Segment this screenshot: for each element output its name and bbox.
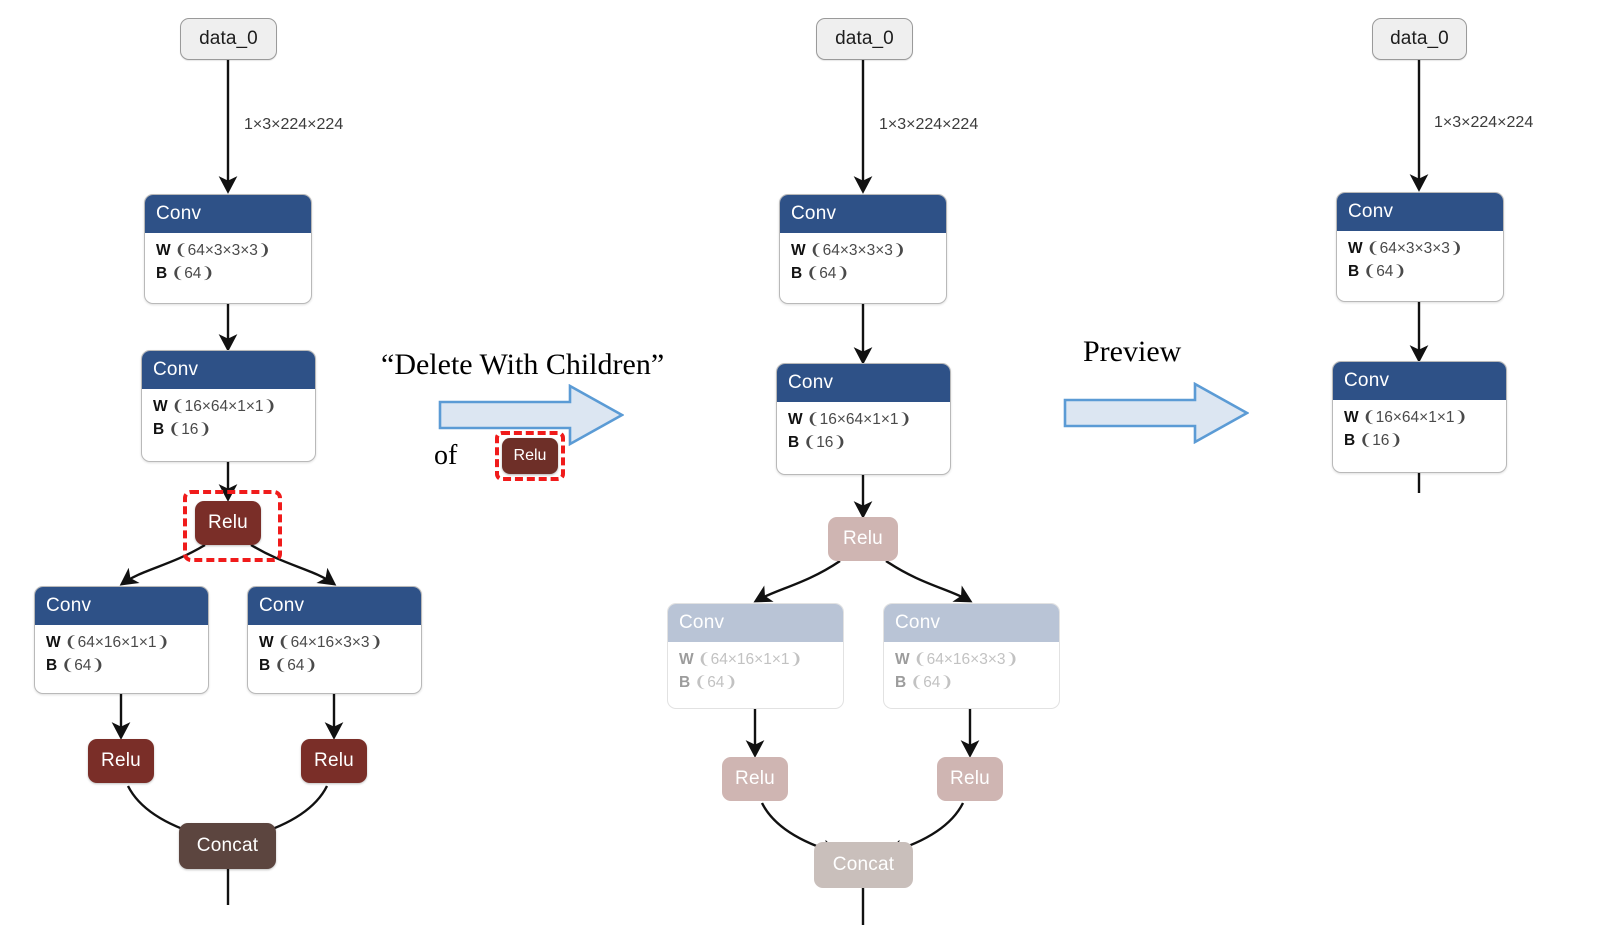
attr-bias: B❨64❩ [679, 674, 738, 692]
attr-weight: W❨64×3×3×3❩ [791, 242, 906, 259]
node-relu-right-preview[interactable]: Relu [937, 757, 1003, 801]
node-relu-left-preview[interactable]: Relu [722, 757, 788, 801]
attr-bias: B❨16❩ [1344, 432, 1403, 450]
attr-weight: W❨64×16×1×1❩ [46, 634, 170, 651]
node-title: Conv [780, 195, 946, 233]
node-label: Relu [843, 528, 883, 549]
attr-weight: W❨16×64×1×1❩ [1344, 409, 1468, 426]
node-concat-preview[interactable]: Concat [814, 842, 913, 888]
node-label: Concat [196, 835, 259, 856]
annotation-relu-chip-wrap: Relu [495, 431, 565, 481]
node-conv-1-after[interactable]: Conv W❨64×3×3×3❩ B❨64❩ [1336, 192, 1504, 302]
node-conv-left-preview[interactable]: Conv W❨64×16×1×1❩ B❨64❩ [667, 603, 844, 709]
node-title: Conv [884, 604, 1059, 642]
node-relu-right-before[interactable]: Relu [301, 739, 367, 783]
arrow-step-1 [438, 384, 624, 446]
attr-bias: B❨16❩ [788, 434, 847, 452]
node-label: Relu [208, 512, 248, 533]
node-conv-1-before[interactable]: Conv W❨64×3×3×3❩ B❨64❩ [144, 194, 312, 304]
node-conv-2-preview[interactable]: Conv W❨16×64×1×1❩ B❨16❩ [776, 363, 951, 475]
attr-weight: W❨64×16×3×3❩ [895, 651, 1019, 668]
node-conv-right-preview[interactable]: Conv W❨64×16×3×3❩ B❨64❩ [883, 603, 1060, 709]
attr-bias: B❨64❩ [791, 265, 850, 283]
selection-ring-chip [495, 431, 565, 481]
attr-weight: W❨16×64×1×1❩ [788, 411, 912, 428]
node-title: Conv [248, 587, 421, 625]
attr-weight: W❨64×16×1×1❩ [679, 651, 803, 668]
node-label: data_0 [1390, 28, 1449, 49]
attr-weight: W❨16×64×1×1❩ [153, 398, 277, 415]
attr-bias: B❨64❩ [46, 657, 105, 675]
node-title: Conv [777, 364, 950, 402]
node-conv-2-before[interactable]: Conv W❨16×64×1×1❩ B❨16❩ [141, 350, 316, 462]
node-conv-right-before[interactable]: Conv W❨64×16×3×3❩ B❨64❩ [247, 586, 422, 694]
node-title: Conv [1333, 362, 1506, 400]
node-label: Relu [101, 750, 141, 771]
node-label: Relu [314, 750, 354, 771]
attr-weight: W❨64×3×3×3❩ [156, 242, 271, 259]
node-title: Conv [1337, 193, 1503, 231]
attr-bias: B❨64❩ [259, 657, 318, 675]
annotation-delete-with-children: “Delete With Children” [381, 348, 665, 381]
attr-weight: W❨64×3×3×3❩ [1348, 240, 1463, 257]
attr-bias: B❨64❩ [1348, 263, 1407, 281]
node-label: data_0 [199, 28, 258, 49]
node-conv-1-preview[interactable]: Conv W❨64×3×3×3❩ B❨64❩ [779, 194, 947, 304]
node-title: Conv [35, 587, 208, 625]
node-title: Conv [142, 351, 315, 389]
node-data-0-preview[interactable]: data_0 [816, 18, 913, 60]
attr-bias: B❨16❩ [153, 421, 212, 439]
arrow-step-2 [1063, 382, 1249, 444]
node-title: Conv [668, 604, 843, 642]
node-data-0-before[interactable]: data_0 [180, 18, 277, 60]
node-concat-before[interactable]: Concat [179, 823, 276, 869]
node-label: Relu [950, 768, 990, 789]
edge-label-shape-before: 1×3×224×224 [244, 116, 344, 133]
node-relu-ghost-preview[interactable]: Relu [828, 517, 898, 561]
node-label: data_0 [835, 28, 894, 49]
annotation-relu-chip[interactable]: Relu [502, 438, 558, 474]
node-title: Conv [145, 195, 311, 233]
node-relu-left-before[interactable]: Relu [88, 739, 154, 783]
edge-label-shape-after: 1×3×224×224 [1434, 114, 1534, 131]
selection-ring-relu [183, 490, 282, 562]
node-data-0-after[interactable]: data_0 [1372, 18, 1467, 60]
annotation-of: of [434, 440, 458, 471]
node-label: Concat [832, 854, 895, 875]
attr-weight: W❨64×16×3×3❩ [259, 634, 383, 651]
node-relu-selected-before[interactable]: Relu [195, 501, 261, 545]
annotation-preview: Preview [1083, 335, 1182, 368]
attr-bias: B❨64❩ [895, 674, 954, 692]
edge-label-shape-preview: 1×3×224×224 [879, 116, 979, 133]
attr-bias: B❨64❩ [156, 265, 215, 283]
node-label: Relu [735, 768, 775, 789]
node-conv-left-before[interactable]: Conv W❨64×16×1×1❩ B❨64❩ [34, 586, 209, 694]
node-conv-2-after[interactable]: Conv W❨16×64×1×1❩ B❨16❩ [1332, 361, 1507, 473]
